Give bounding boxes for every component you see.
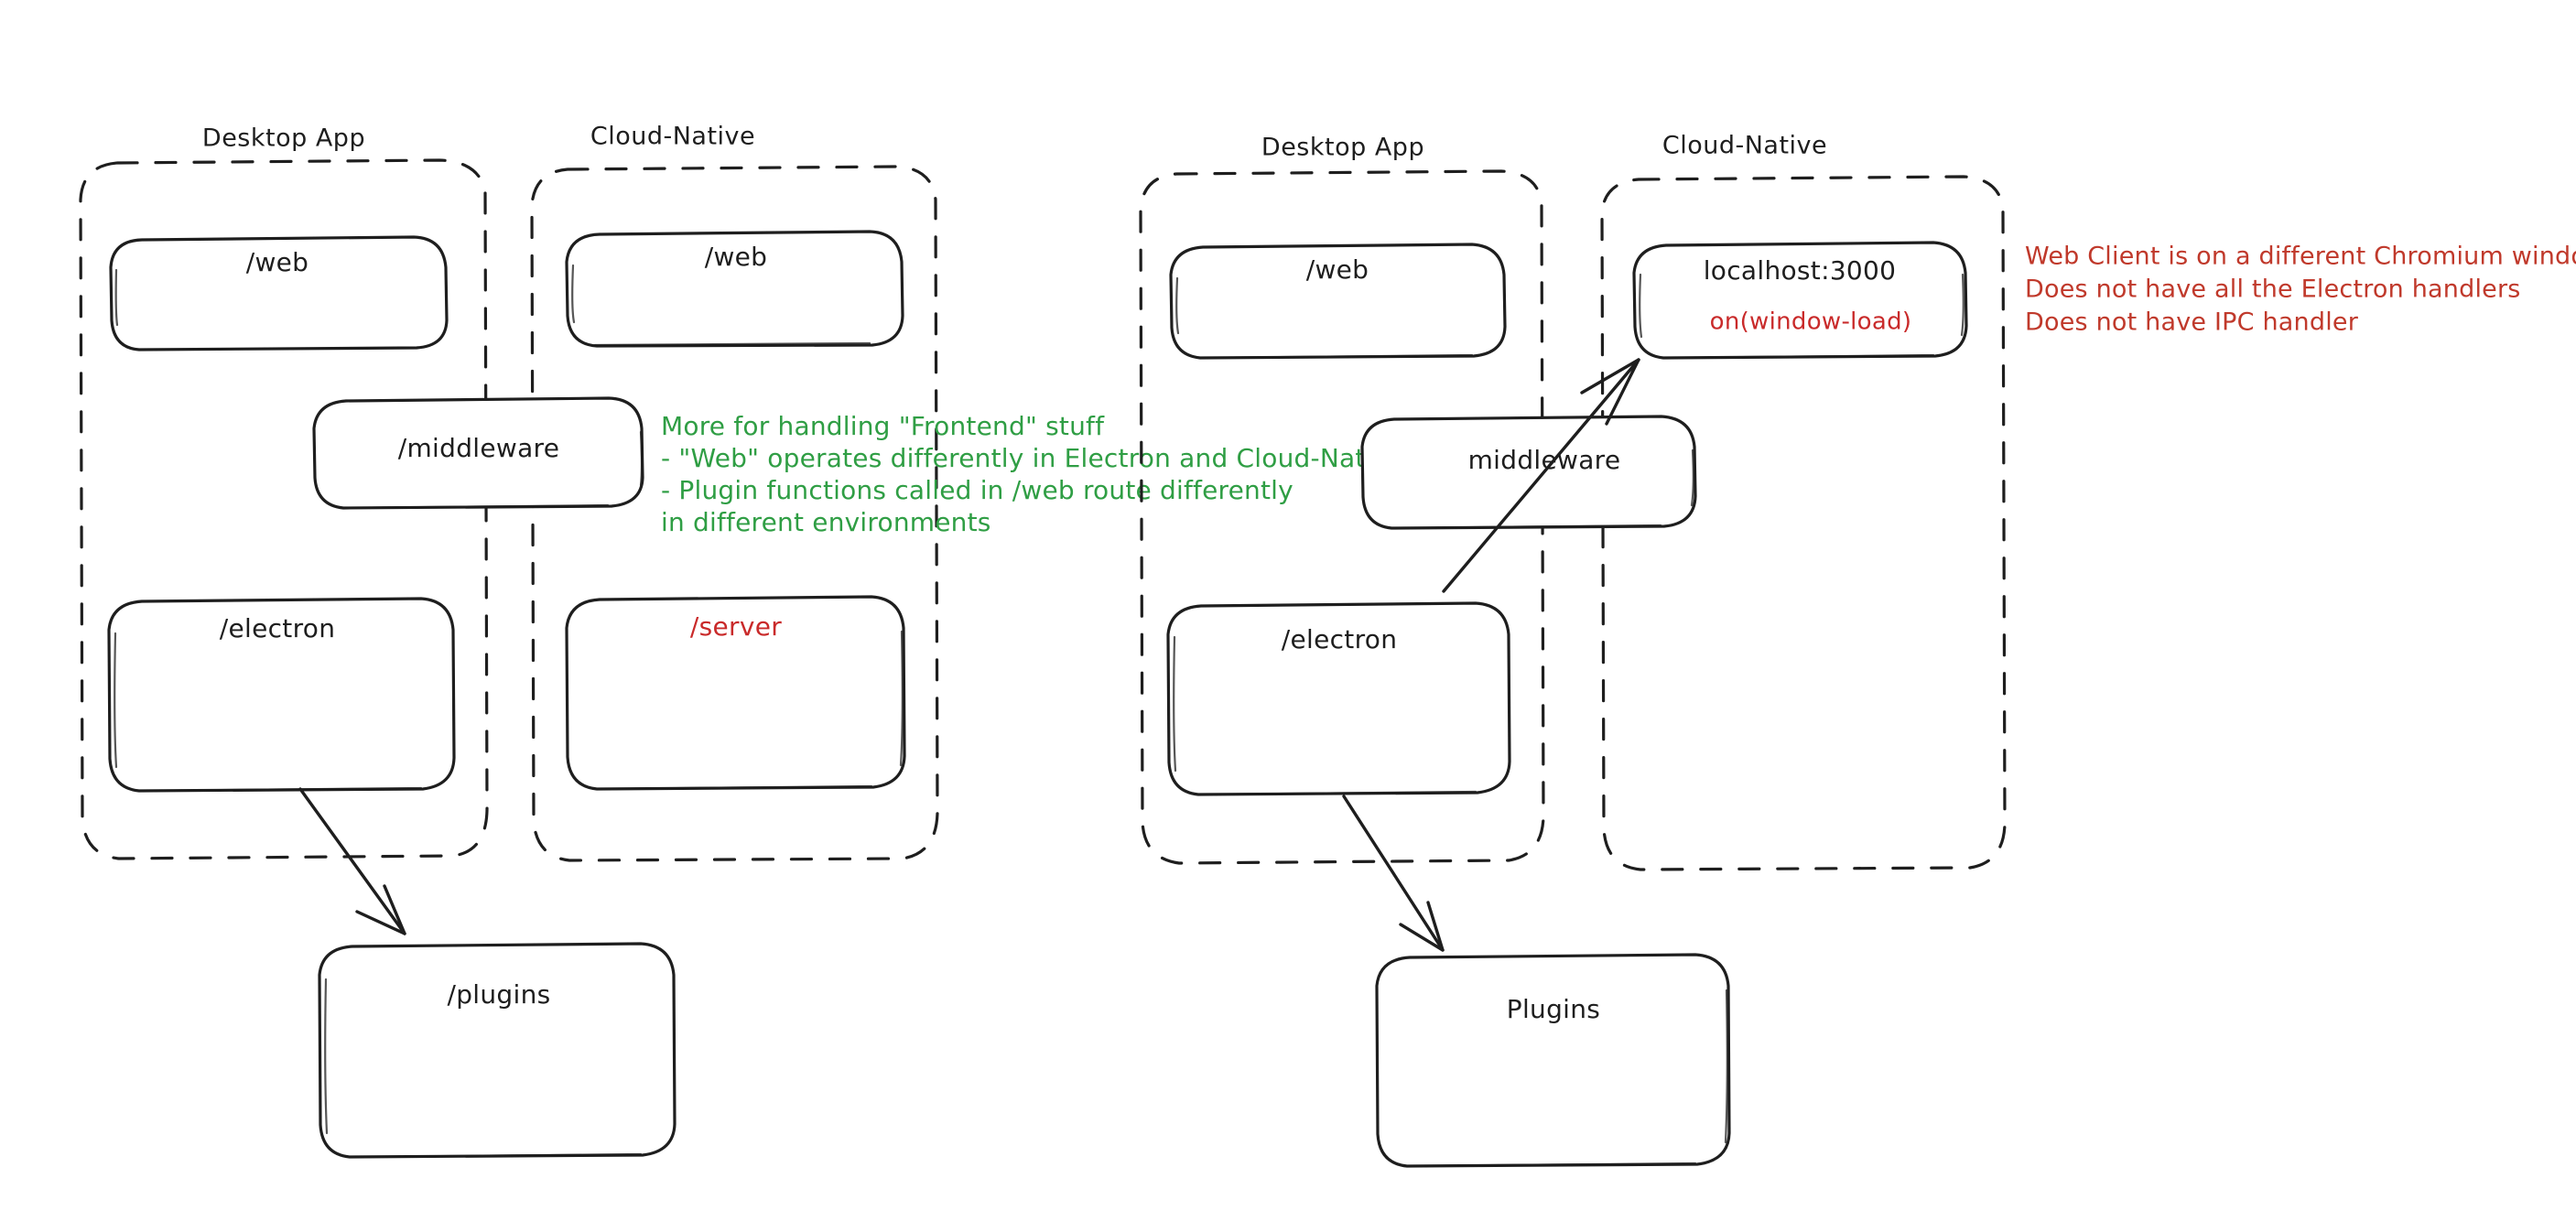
node-box-outline: [312, 396, 644, 510]
node-box-outline: [109, 235, 449, 351]
node-left-middleware-label: /middleware: [398, 433, 560, 463]
arrow-head: [1580, 358, 1640, 426]
arrow-head: [355, 884, 406, 935]
arrow-right-electron-to-localhost: [1442, 358, 1640, 593]
node-left-plugins[interactable]: /plugins: [318, 942, 676, 1159]
node-left-desktop-web[interactable]: /web: [109, 235, 449, 351]
node-box-outline: [1360, 415, 1697, 530]
node-right-plugins-label: Plugins: [1507, 994, 1600, 1024]
node-right-desktop-web-label: /web: [1306, 254, 1369, 285]
node-left-plugins-label: /plugins: [447, 979, 550, 1010]
node-box-sketch-overlay: [1175, 276, 1474, 360]
note-web-client-line-2: Does not have all the Electron handlers: [2025, 276, 2521, 304]
node-box-sketch-overlay: [1403, 989, 1728, 1168]
node-right-plugins[interactable]: Plugins: [1375, 953, 1731, 1168]
group-left-cloud-native-label: Cloud-Native: [590, 123, 755, 151]
group-left-desktop-app[interactable]: Desktop App: [79, 124, 489, 860]
node-box-sketch-overlay: [324, 978, 643, 1159]
group-left-desktop-app-label: Desktop App: [202, 124, 365, 153]
node-right-desktop-electron-label: /electron: [1282, 624, 1398, 654]
node-box-sketch-overlay: [339, 430, 644, 510]
dashed-container-outline: [79, 158, 489, 860]
note-frontend-line-1: More for handling "Frontend" stuff: [661, 411, 1105, 441]
note-web-client: Web Client is on a different Chromium wi…: [2025, 243, 2576, 337]
node-box-outline: [1166, 601, 1511, 796]
node-left-desktop-electron[interactable]: /electron: [107, 597, 456, 793]
note-frontend-line-3: - Plugin functions called in /web route …: [661, 475, 1293, 505]
node-box-sketch-overlay: [114, 268, 416, 351]
dashed-container-outline: [1600, 175, 2007, 871]
node-left-cloud-web-label: /web: [705, 242, 768, 272]
note-web-client-line-3: Does not have IPC handler: [2025, 308, 2359, 337]
node-box-sketch-overlay: [1173, 635, 1477, 796]
node-right-localhost-sublabel: on(window-load): [1710, 308, 1912, 336]
node-box-outline: [1632, 241, 1968, 360]
group-right-cloud-native[interactable]: Cloud-Native: [1600, 132, 2007, 871]
node-box-sketch-overlay: [114, 632, 423, 793]
note-frontend: More for handling "Frontend" stuff - "We…: [661, 411, 1404, 537]
node-left-cloud-web[interactable]: /web: [565, 230, 904, 348]
node-box-sketch-overlay: [1639, 273, 1964, 360]
group-left-cloud-native[interactable]: Cloud-Native: [530, 123, 939, 862]
node-box-sketch-overlay: [593, 630, 904, 791]
arrow-left-electron-to-plugins: [298, 787, 406, 935]
node-right-desktop-web[interactable]: /web: [1169, 243, 1507, 360]
node-box-sketch-overlay: [571, 264, 871, 347]
node-box-sketch-overlay: [1388, 448, 1694, 530]
group-right-desktop-app-label: Desktop App: [1261, 134, 1424, 162]
node-left-cloud-server-label: /server: [690, 611, 782, 642]
note-web-client-line-1: Web Client is on a different Chromium wi…: [2025, 243, 2576, 271]
group-right-desktop-app[interactable]: Desktop App: [1139, 134, 1545, 865]
node-right-localhost[interactable]: localhost:3000 on(window-load): [1632, 241, 1968, 360]
arrow-shaft: [1342, 794, 1445, 952]
node-box-outline: [565, 595, 906, 791]
node-box-outline: [107, 597, 456, 793]
group-right-cloud-native-label: Cloud-Native: [1662, 132, 1827, 160]
node-box-outline: [318, 942, 676, 1159]
node-left-desktop-web-label: /web: [246, 247, 309, 277]
node-left-cloud-server[interactable]: /server: [565, 595, 906, 791]
node-box-outline: [1375, 953, 1731, 1168]
node-box-outline: [565, 230, 904, 348]
arrow-shaft: [298, 787, 406, 935]
node-right-desktop-electron[interactable]: /electron: [1166, 601, 1511, 796]
node-right-localhost-label: localhost:3000: [1704, 255, 1897, 286]
arrow-shaft: [1442, 358, 1640, 593]
dashed-container-outline: [530, 165, 939, 862]
node-box-outline: [1169, 243, 1507, 360]
node-left-middleware[interactable]: /middleware: [312, 396, 644, 510]
arrow-right-electron-to-plugins: [1342, 794, 1445, 952]
note-frontend-line-2: - "Web" operates differently in Electron…: [661, 443, 1404, 473]
note-frontend-line-4: in different environments: [661, 507, 991, 537]
dashed-container-outline: [1139, 169, 1545, 865]
node-left-desktop-electron-label: /electron: [220, 613, 336, 643]
node-right-middleware[interactable]: middleware: [1360, 415, 1697, 530]
arrow-head: [1399, 901, 1445, 952]
